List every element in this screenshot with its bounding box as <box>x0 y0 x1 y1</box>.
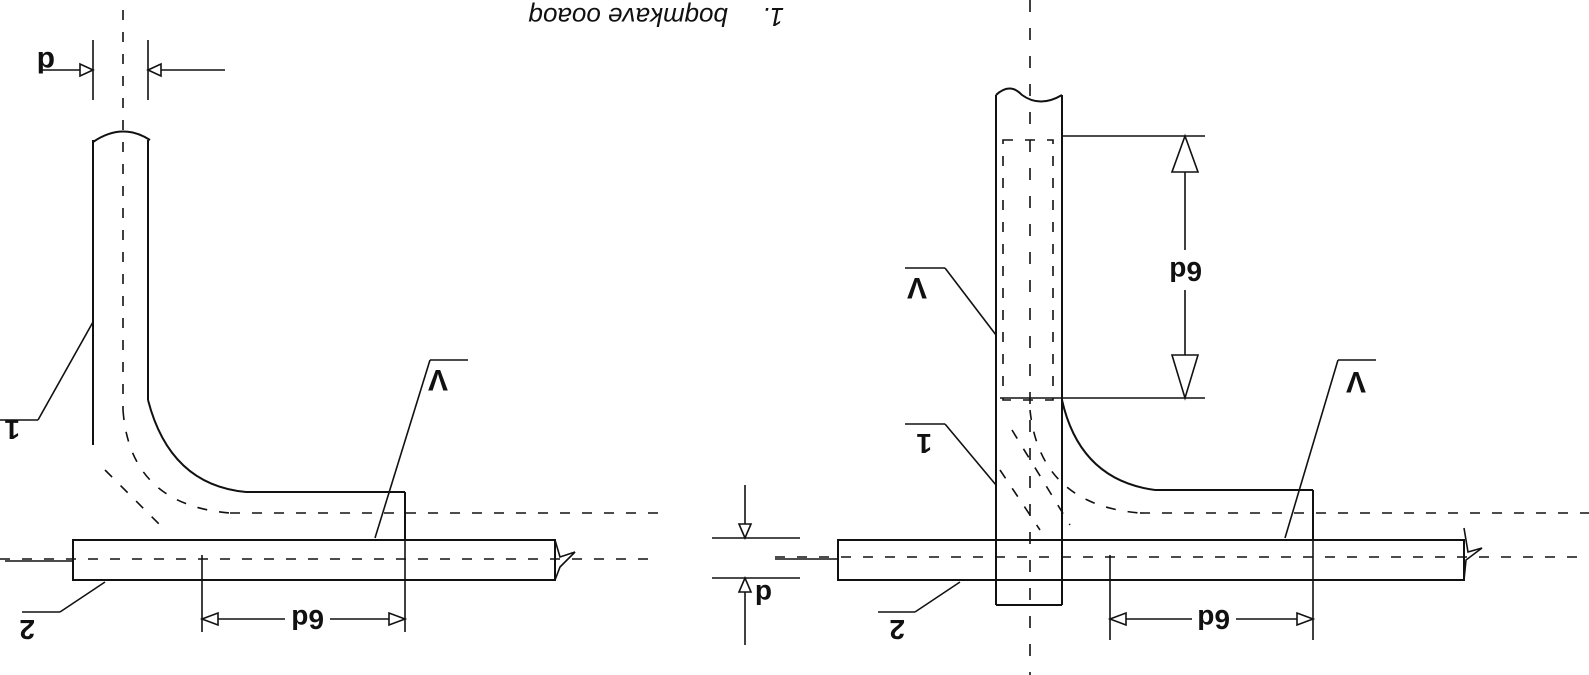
left-dim-6d-arrow-r <box>388 611 408 627</box>
right-plate-break <box>1463 527 1483 581</box>
left-dim-d-label: d <box>37 45 55 78</box>
right-label-v-top-leader <box>944 267 997 336</box>
right-plate <box>837 539 1465 581</box>
right-label-1: 1 <box>916 428 932 459</box>
left-dim-6d-arrow-l <box>199 611 219 627</box>
left-label-2: 2 <box>19 614 35 645</box>
right-bar-break <box>995 87 1063 103</box>
caption: 1. boqmkave ooaoq <box>528 2 784 32</box>
right-bend-inner-arc <box>1061 399 1156 491</box>
right-bend-dash-a <box>1011 429 1071 526</box>
right-label-2-leader <box>914 581 961 613</box>
right-dim-6d-h-arrow-r <box>1296 611 1316 627</box>
middle-dimension: d <box>712 485 800 645</box>
left-plate-break <box>554 539 576 581</box>
right-dim-6d-v-label: 6d <box>1169 256 1202 287</box>
left-label-1-leader <box>37 321 94 421</box>
caption-text: boqmkave ooaoq <box>528 2 728 32</box>
right-bend-dash-b <box>999 469 1041 531</box>
left-bend-centerline <box>122 409 231 514</box>
left-label-v: V <box>428 363 448 396</box>
mid-dim-label: d <box>755 579 772 610</box>
left-detail: d 1 V 2 6d <box>0 10 660 645</box>
left-label-1: 1 <box>4 414 20 445</box>
right-dim-6d-h-label: 6d <box>1197 604 1230 635</box>
mid-dim-arrow-bottom <box>737 575 753 593</box>
mid-dim-arrow-top <box>737 523 753 541</box>
left-dim-d-arrow-l <box>79 62 95 78</box>
right-label-2: 2 <box>889 614 905 645</box>
right-label-1-leader <box>944 423 997 486</box>
left-bend-outer-dash <box>104 469 161 526</box>
right-dim-6d-h-arrow-l <box>1107 611 1127 627</box>
right-dim-6d-v-arrow-bottom <box>1170 354 1200 401</box>
right-label-v-bottom: V <box>1346 365 1366 398</box>
left-plate <box>72 539 556 581</box>
right-detail: 6d V 1 V 2 6d <box>775 0 1589 675</box>
left-dim-6d-label: 6d <box>291 604 324 635</box>
left-bar-break-arc <box>92 130 151 143</box>
left-bend-inner-arc <box>147 399 247 493</box>
right-label-v-bottom-leader <box>1284 359 1339 539</box>
right-bend-centerline <box>1029 409 1141 514</box>
left-label-2-leader <box>59 581 106 613</box>
left-label-v-leader <box>374 359 431 539</box>
left-dim-d-arrow-r <box>146 62 162 78</box>
right-dim-6d-v-arrow-top <box>1170 133 1200 173</box>
right-label-v-top: V <box>907 271 927 304</box>
right-hidden-bar <box>1002 139 1054 401</box>
caption-number: 1. <box>762 2 784 32</box>
